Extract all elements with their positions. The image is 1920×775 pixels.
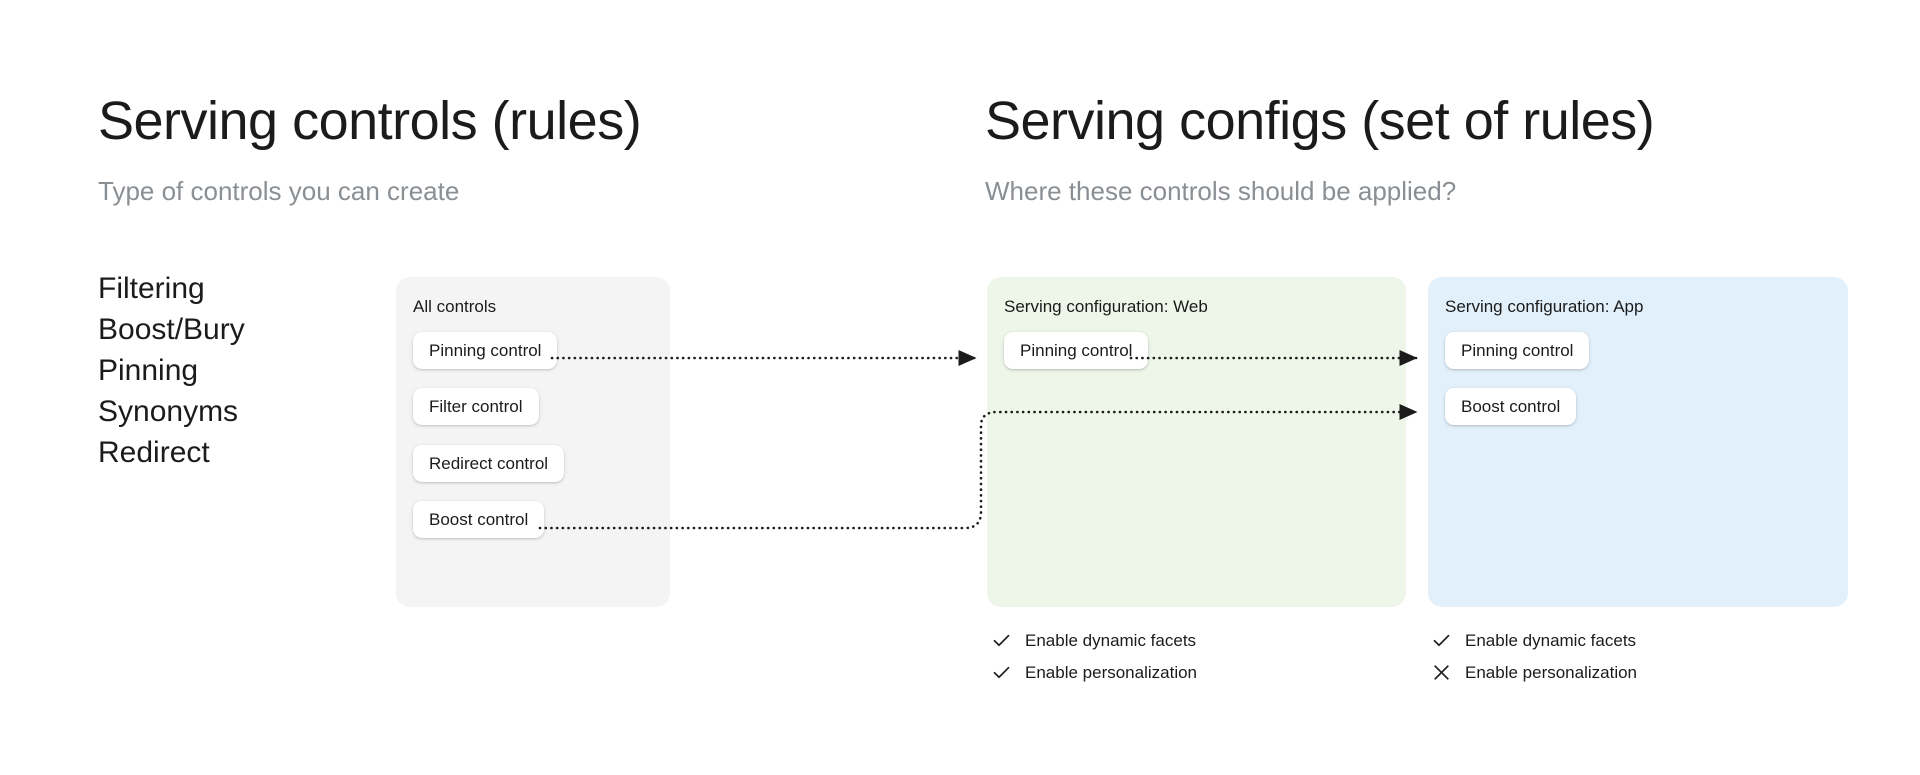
option-row-enable-personalization[interactable]: Enable personalization bbox=[1432, 656, 1862, 688]
option-label: Enable personalization bbox=[1465, 662, 1638, 682]
pill-pinning-control[interactable]: Pinning control bbox=[1004, 332, 1149, 369]
option-row-enable-personalization[interactable]: Enable personalization bbox=[992, 656, 1422, 688]
control-type-item: Boost/Bury bbox=[98, 313, 245, 346]
option-label: Enable dynamic facets bbox=[1465, 630, 1637, 650]
cross-icon bbox=[1432, 663, 1451, 682]
control-type-item: Redirect bbox=[98, 436, 210, 469]
left-section-subtitle: Type of controls you can create bbox=[98, 176, 460, 206]
all-controls-card-title: All controls bbox=[413, 297, 497, 316]
serving-config-web-card: Serving configuration: Web Pinning contr… bbox=[987, 277, 1406, 607]
check-icon bbox=[992, 663, 1011, 682]
all-controls-card: All controls Pinning control Filter cont… bbox=[396, 277, 670, 607]
control-type-item: Filtering bbox=[98, 272, 205, 305]
pill-redirect-control[interactable]: Redirect control bbox=[413, 445, 565, 482]
pill-filter-control[interactable]: Filter control bbox=[413, 388, 539, 425]
left-section-title: Serving controls (rules) bbox=[98, 91, 642, 151]
pill-pinning-control[interactable]: Pinning control bbox=[413, 332, 558, 369]
control-type-item: Synonyms bbox=[98, 395, 239, 428]
serving-config-web-title: Serving configuration: Web bbox=[1004, 297, 1208, 316]
control-types-list: Filtering Boost/Bury Pinning Synonyms Re… bbox=[98, 268, 398, 473]
option-row-enable-dynamic-facets[interactable]: Enable dynamic facets bbox=[1432, 624, 1862, 656]
check-icon bbox=[1432, 631, 1451, 650]
right-section-subtitle: Where these controls should be applied? bbox=[985, 176, 1457, 206]
control-type-item: Pinning bbox=[98, 354, 199, 387]
option-label: Enable personalization bbox=[1025, 662, 1198, 682]
serving-config-app-options: Enable dynamic facets Enable personaliza… bbox=[1432, 624, 1862, 688]
serving-config-app-card: Serving configuration: App Pinning contr… bbox=[1428, 277, 1848, 607]
check-icon bbox=[992, 631, 1011, 650]
serving-config-app-title: Serving configuration: App bbox=[1445, 297, 1644, 316]
pill-boost-control[interactable]: Boost control bbox=[413, 501, 545, 538]
right-section-title: Serving configs (set of rules) bbox=[985, 91, 1655, 151]
option-label: Enable dynamic facets bbox=[1025, 630, 1197, 650]
option-row-enable-dynamic-facets[interactable]: Enable dynamic facets bbox=[992, 624, 1422, 656]
serving-config-web-options: Enable dynamic facets Enable personaliza… bbox=[992, 624, 1422, 688]
pill-boost-control[interactable]: Boost control bbox=[1445, 388, 1577, 425]
pill-pinning-control[interactable]: Pinning control bbox=[1445, 332, 1590, 369]
